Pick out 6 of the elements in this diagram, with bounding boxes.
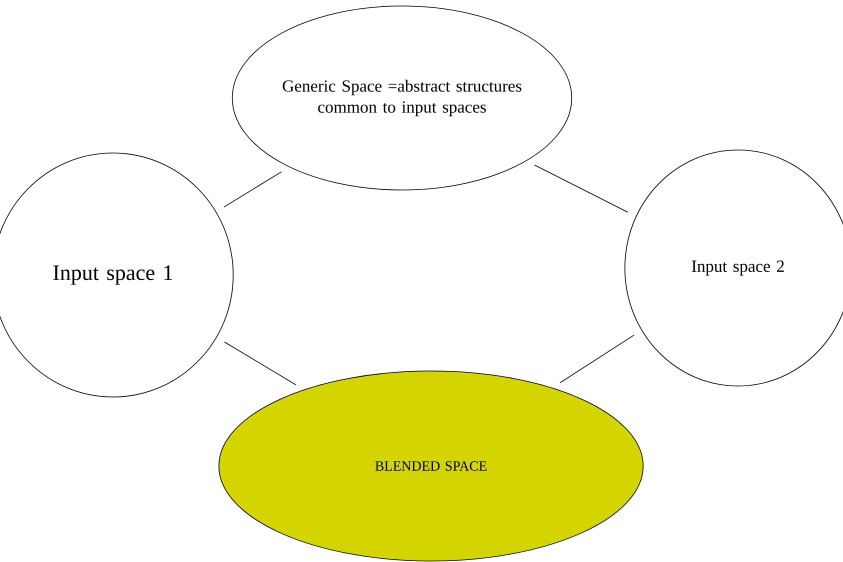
- ellipse-node: BLENDED SPACE: [218, 370, 644, 562]
- connector-line: [560, 334, 634, 384]
- ellipse-node: Generic Space =abstract structures common to input spaces: [232, 6, 572, 190]
- connector-line: [224, 171, 282, 208]
- connector-line: [224, 342, 296, 386]
- connector-line: [534, 164, 628, 213]
